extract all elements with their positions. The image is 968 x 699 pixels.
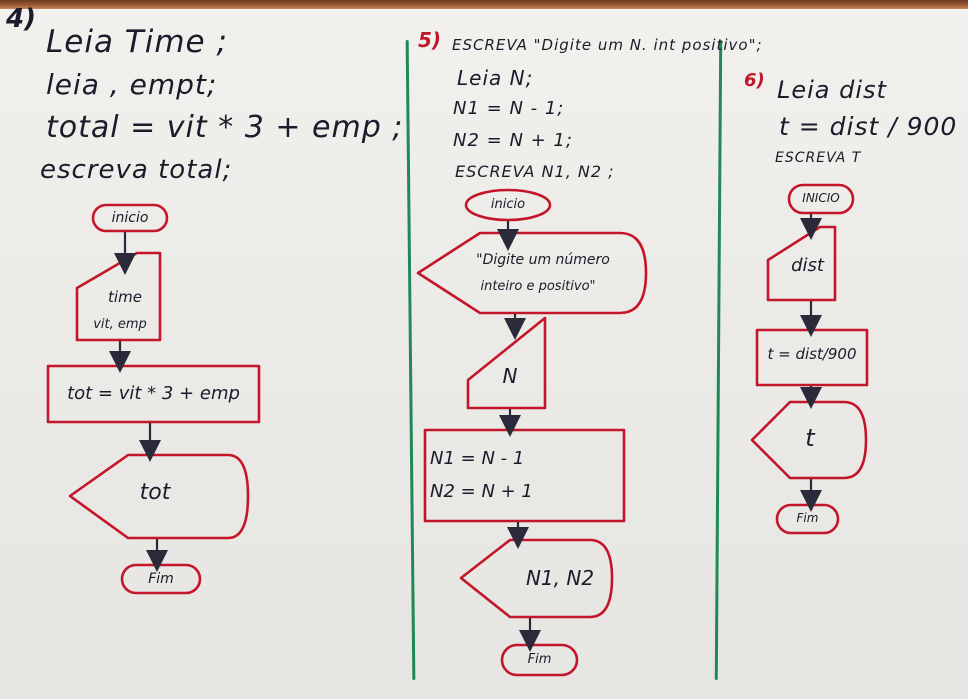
ex5-display-shape — [416, 231, 648, 315]
ex4-number: 4) — [6, 4, 36, 34]
ex5-line-5: ESCREVA N1, N2 ; — [455, 162, 615, 181]
ex6-start-terminator — [787, 183, 855, 215]
ex4-line-2: leia , empt; — [46, 68, 218, 101]
ex4-input-line-2: vit, emp — [93, 317, 147, 332]
ex6-end-label: Fim — [796, 511, 819, 525]
ex5-end-label: Fim — [527, 652, 552, 667]
ex6-number: 6) — [744, 70, 765, 91]
ex6-line-2: t = dist / 900 — [779, 112, 958, 141]
ex5-input-shape — [466, 316, 547, 410]
ex4-start-terminator — [91, 203, 169, 233]
ex5-output-label: N1, N2 — [525, 566, 595, 590]
ex5-display-line-1: "Digite um número — [476, 252, 610, 268]
ex5-start-terminator — [464, 188, 552, 222]
ex4-start-label: inicio — [111, 210, 149, 226]
ex5-process-line-2: N2 = N + 1 — [430, 481, 533, 502]
ex4-output-shape — [68, 453, 250, 540]
ex5-line-4: N2 = N + 1; — [453, 130, 573, 151]
ex6-start-label: INICIO — [802, 191, 840, 205]
ex5-input-label: N — [502, 364, 518, 388]
ex6-line-1: Leia dist — [777, 76, 887, 104]
ex5-line-2: Leia N; — [457, 66, 534, 90]
ex5-display-line-2: inteiro e positivo" — [480, 279, 596, 294]
ex6-output-label: t — [805, 424, 815, 452]
ex4-input-line-1: time — [108, 288, 142, 306]
ex4-process-label: tot = vit * 3 + emp — [67, 383, 240, 404]
ex5-output-shape — [459, 538, 614, 619]
ex4-end-label: Fim — [148, 571, 174, 587]
ex5-line-1: ESCREVA "Digite um N. int positivo"; — [452, 36, 763, 54]
ex5-start-label: inicio — [490, 197, 526, 212]
ex6-line-3: ESCREVA T — [775, 150, 862, 166]
ex6-output-shape — [750, 400, 868, 480]
ex5-process-box — [423, 428, 626, 523]
whiteboard-frame — [0, 0, 968, 9]
ex5-line-3: N1 = N - 1; — [453, 98, 565, 119]
ex4-output-label: tot — [139, 480, 171, 505]
ex4-process-box — [46, 364, 261, 424]
ex5-process-line-1: N1 = N - 1 — [430, 448, 525, 469]
ex4-line-1: Leia Time ; — [46, 24, 228, 60]
ex5-number: 5) — [418, 28, 442, 52]
ex6-process-label: t = dist/900 — [767, 345, 857, 363]
ex6-input-label: dist — [791, 255, 824, 276]
ex4-line-4: escreva total; — [40, 155, 233, 185]
ex4-line-3: total = vit * 3 + emp ; — [46, 110, 404, 145]
